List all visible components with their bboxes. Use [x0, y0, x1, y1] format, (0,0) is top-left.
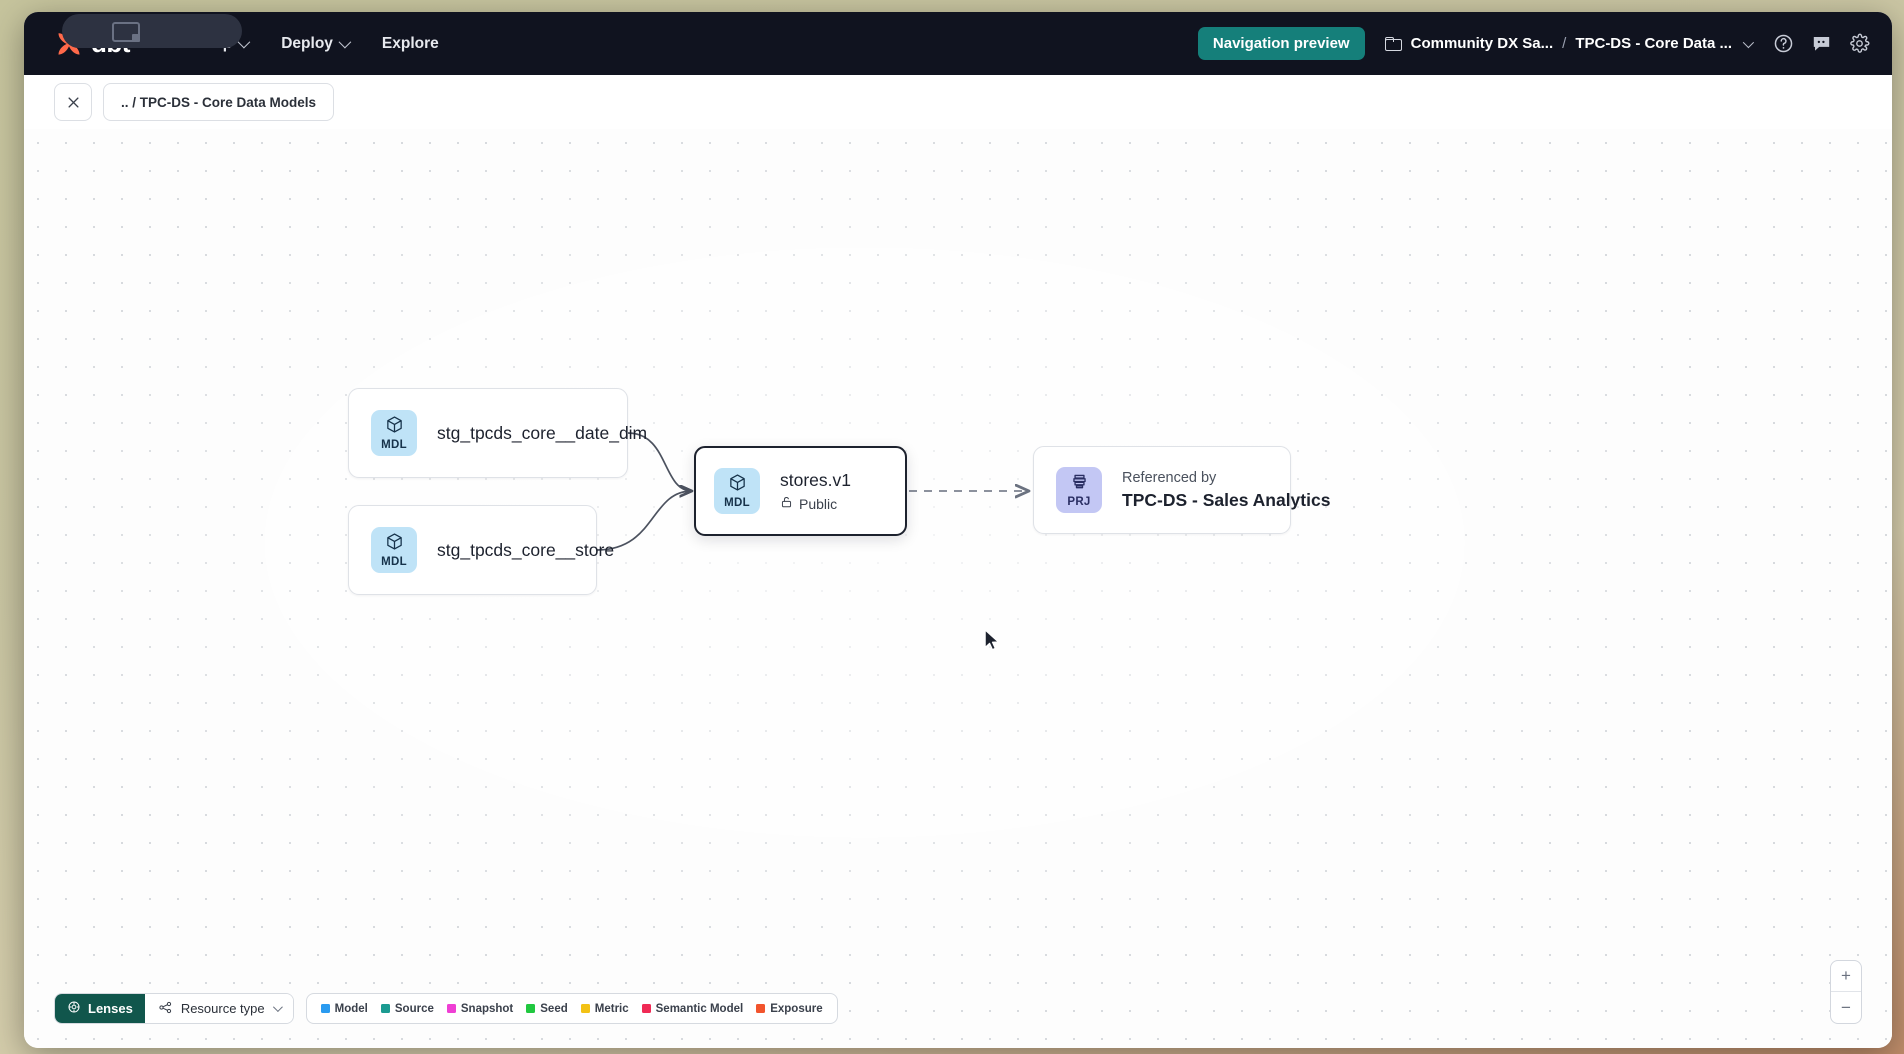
breadcrumb-separator: / [1562, 35, 1566, 52]
nav-link-deploy-label: Deploy [281, 35, 333, 53]
browser-tab-icon [112, 22, 140, 42]
nav-icon-group [1773, 33, 1870, 54]
node-title: stg_tpcds_core__store [437, 540, 574, 561]
zoom-controls: + − [1830, 960, 1862, 1024]
legend-label: Seed [540, 1003, 568, 1015]
lineage-bottom-bar: Lenses Resource type Model [54, 993, 838, 1024]
model-badge-label: MDL [381, 440, 407, 452]
resource-type-legend: Model Source Snapshot Seed Metric [306, 993, 838, 1024]
node-title: TPC-DS - Sales Analytics [1122, 490, 1268, 511]
legend-swatch [756, 1004, 765, 1013]
cube-icon [385, 415, 404, 439]
nodes-icon [158, 1000, 173, 1018]
close-lineage-button[interactable] [54, 83, 92, 121]
legend-label: Model [335, 1003, 368, 1015]
model-badge-label: MDL [381, 557, 407, 569]
legend-swatch [447, 1004, 456, 1013]
node-text: stores.v1 Public [780, 470, 851, 512]
top-navigation-bar: dbt Develop Deploy Explore Navigation pr… [24, 12, 1892, 75]
zoom-in-button[interactable]: + [1831, 961, 1861, 992]
legend-label: Metric [595, 1003, 629, 1015]
lineage-canvas[interactable]: MDL stg_tpcds_core__date_dim MDL [24, 129, 1892, 1048]
nav-link-explore[interactable]: Explore [382, 35, 439, 53]
node-text: stg_tpcds_core__store [437, 540, 574, 561]
legend-item-seed: Seed [526, 1003, 568, 1015]
project-stack-icon [1070, 472, 1089, 496]
resource-type-label: Resource type [181, 1001, 265, 1016]
help-icon[interactable] [1773, 33, 1794, 54]
unlock-icon [780, 495, 793, 512]
legend-swatch [581, 1004, 590, 1013]
legend-swatch [642, 1004, 651, 1013]
graph-node-sales-analytics[interactable]: PRJ Referenced by TPC-DS - Sales Analyti… [1033, 446, 1291, 534]
app-window: dbt Develop Deploy Explore Navigation pr… [24, 12, 1892, 1048]
nav-link-deploy[interactable]: Deploy [281, 35, 348, 53]
legend-item-source: Source [381, 1003, 434, 1015]
node-text: Referenced by TPC-DS - Sales Analytics [1122, 470, 1268, 511]
chevron-down-icon [273, 1002, 283, 1012]
legend-swatch [526, 1004, 535, 1013]
project-badge-label: PRJ [1067, 497, 1090, 509]
model-badge: MDL [371, 410, 417, 456]
lenses-button-label: Lenses [88, 1001, 133, 1016]
lineage-toolbar: .. / TPC-DS - Core Data Models [24, 75, 1892, 129]
feedback-icon[interactable] [1811, 33, 1832, 54]
node-title: stores.v1 [780, 470, 851, 491]
node-text: stg_tpcds_core__date_dim [437, 423, 605, 444]
graph-node-stores-v1[interactable]: MDL stores.v1 Public [694, 446, 907, 536]
chevron-down-icon[interactable] [1743, 36, 1754, 47]
zoom-out-button[interactable]: − [1831, 992, 1861, 1023]
model-badge-label: MDL [724, 498, 750, 510]
cube-icon [385, 532, 404, 556]
node-access-label: Public [799, 496, 837, 512]
lineage-edges [24, 129, 1892, 1048]
lens-control-group: Lenses Resource type [54, 993, 294, 1024]
legend-item-snapshot: Snapshot [447, 1003, 513, 1015]
navigation-preview-button[interactable]: Navigation preview [1198, 27, 1365, 60]
nav-right-group: Navigation preview Community DX Sa... / … [1198, 27, 1870, 60]
node-access-row: Public [780, 495, 851, 512]
lens-icon [67, 1000, 81, 1017]
legend-label: Exposure [770, 1003, 822, 1015]
legend-swatch [321, 1004, 330, 1013]
legend-item-exposure: Exposure [756, 1003, 822, 1015]
resource-type-dropdown[interactable]: Resource type [145, 994, 293, 1023]
chevron-down-icon [338, 36, 351, 49]
nav-link-explore-label: Explore [382, 35, 439, 53]
graph-node-store[interactable]: MDL stg_tpcds_core__store [348, 505, 597, 595]
breadcrumb: Community DX Sa... / TPC-DS - Core Data … [1385, 35, 1751, 52]
model-badge: MDL [371, 527, 417, 573]
node-kicker: Referenced by [1122, 470, 1268, 486]
legend-item-model: Model [321, 1003, 368, 1015]
cube-icon [728, 473, 747, 497]
legend-swatch [381, 1004, 390, 1013]
browser-tab-chrome [62, 14, 242, 48]
legend-item-metric: Metric [581, 1003, 629, 1015]
graph-node-date-dim[interactable]: MDL stg_tpcds_core__date_dim [348, 388, 628, 478]
folder-icon [1385, 37, 1402, 51]
legend-label: Semantic Model [656, 1003, 744, 1015]
legend-label: Source [395, 1003, 434, 1015]
lenses-button[interactable]: Lenses [55, 994, 145, 1023]
breadcrumb-project[interactable]: TPC-DS - Core Data ... [1575, 35, 1732, 52]
breadcrumb-account[interactable]: Community DX Sa... [1411, 35, 1554, 52]
node-title: stg_tpcds_core__date_dim [437, 423, 605, 444]
lineage-breadcrumb-chip[interactable]: .. / TPC-DS - Core Data Models [103, 83, 334, 121]
lineage-graph: MDL stg_tpcds_core__date_dim MDL [24, 129, 1892, 1048]
project-badge: PRJ [1056, 467, 1102, 513]
legend-label: Snapshot [461, 1003, 513, 1015]
legend-item-semantic-model: Semantic Model [642, 1003, 744, 1015]
model-badge: MDL [714, 468, 760, 514]
settings-icon[interactable] [1849, 33, 1870, 54]
